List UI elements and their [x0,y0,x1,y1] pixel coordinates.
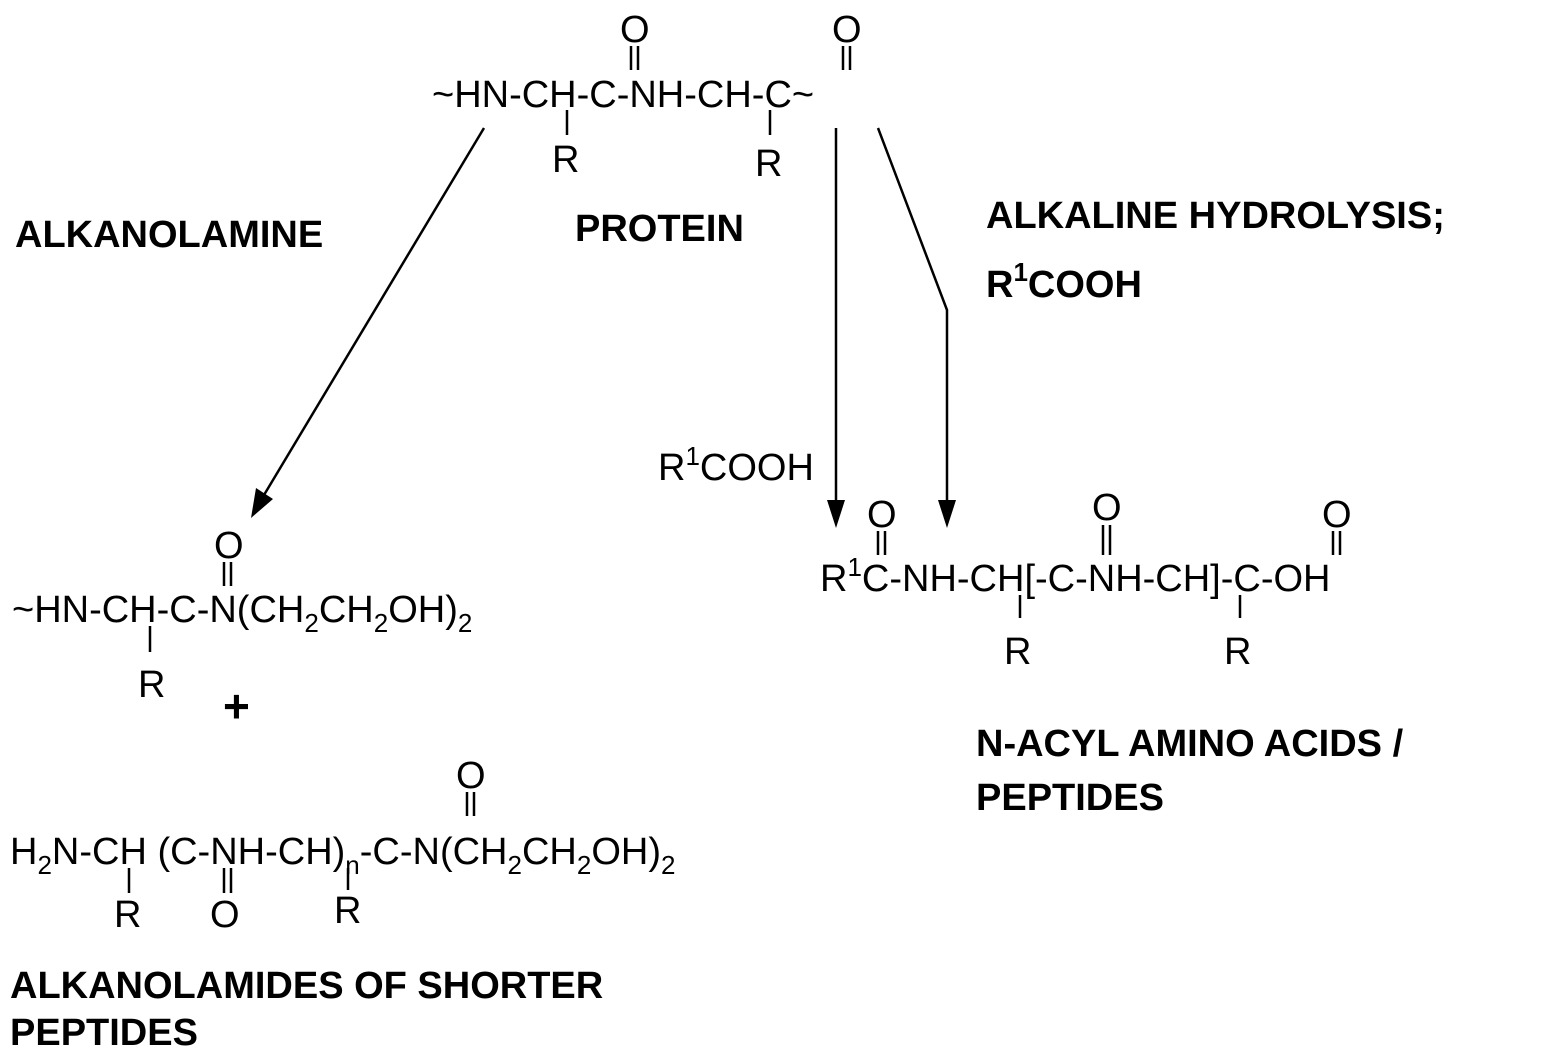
right-product-r-group-2: R [1224,631,1251,673]
arrow-to-alkanolamides [259,127,486,501]
right-product-chain: R1C-NH-CH[-C-NH-CH]-C-OH [820,552,1330,600]
left-product-1-chain: ~HN-CH-C-N(CH2CH2OH)2 [12,589,472,638]
side-acid-reagent: R1COOH [658,441,814,489]
right-product-carbonyl-o-3: O [1322,494,1352,536]
left-product-2-chain: H2N-CH (C-NH-CH)n-C-N(CH2CH2OH)2 [10,831,675,880]
arrowhead-left [251,488,273,518]
alkanolamides-label-line-1: ALKANOLAMIDES OF SHORTER [10,965,603,1007]
left-product-2-r-group-1: R [114,894,141,936]
arrow-alkaline-hydrolysis [876,127,949,503]
protein-carbonyl-o-2: O [832,9,862,51]
alkanolamides-label-line-2: PEPTIDES [10,1012,198,1052]
left-product-2-r-group-2: R [334,890,361,932]
right-product-carbonyl-o-2: O [1092,487,1122,529]
protein-carbonyl-o-1: O [620,9,650,51]
acid-reagent-label: R1COOH [986,257,1142,306]
arrowhead-right [938,500,956,528]
right-product-carbonyl-o-1: O [867,494,897,536]
acyl-amino-acids-label-line-2: PEPTIDES [976,777,1164,819]
protein-label: PROTEIN [575,208,744,250]
left-product-2-carbonyl-o-top: O [456,755,486,797]
left-product-1-carbonyl-o: O [214,525,244,567]
left-product-2-carbonyl-o-bottom: O [210,894,240,936]
left-product-1-r-group: R [138,664,165,706]
alkaline-hydrolysis-label: ALKALINE HYDROLYSIS; [986,195,1445,237]
acyl-amino-acids-label-line-1: N-ACYL AMINO ACIDS / [976,723,1404,765]
alkanolamine-label: ALKANOLAMINE [15,214,323,256]
right-product-r-group-1: R [1004,631,1031,673]
protein-chain: ~HN-CH-C-NH-CH-C~ [432,74,814,116]
protein-r-group-2: R [755,143,782,185]
arrowhead-center [827,500,845,528]
protein-r-group-1: R [552,139,579,181]
plus-sign: + [223,680,250,732]
